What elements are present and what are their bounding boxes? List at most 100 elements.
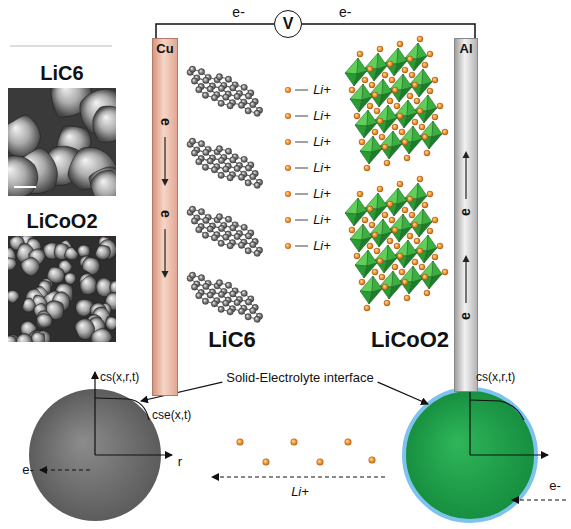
lithium-atom [407,233,413,239]
lithium-atom [387,201,393,207]
lithium-atom [379,134,385,140]
collector-name: Al [455,39,477,56]
electron-arrows [455,39,479,393]
ion-path [295,90,308,91]
sem-background [8,236,116,342]
carbon-atom [203,217,209,223]
lithium-atom [392,87,398,93]
octahedron-face [360,276,373,292]
particle [82,257,100,275]
graphene-sheet [187,66,263,116]
radial-axis [470,454,548,455]
carbon-atom [230,291,236,297]
particle [64,273,76,285]
carbon-atom [223,234,229,240]
carbon-atom [218,306,224,312]
interface-label: Solid-Electrolyte interface [226,371,373,385]
carbon-atom [211,301,217,307]
lithium-atom [377,258,383,264]
lithium-atom [372,129,378,135]
carbon-atom [191,218,197,224]
electron-arrow [465,156,466,199]
panel-heading: LiCoO2 [8,208,116,234]
arrowhead [162,179,169,186]
sem-image [8,236,116,342]
particle [8,258,16,271]
lithium-atom [432,114,438,120]
carbon-atom [234,165,240,171]
carbon-atom [225,148,231,154]
cobalt-oxide-layer [345,36,448,171]
carbon-atom [218,225,224,231]
lithium-atom [377,186,383,192]
carbon-atom [196,292,202,298]
electron-label: e- [230,5,246,20]
lithium-ion-dot [285,113,291,119]
ion-path [295,116,308,117]
electron-label: e [458,208,473,216]
lithium-ion-dot [285,165,291,171]
carbon-atom [238,308,244,314]
lithium-atom [372,269,378,275]
electron-arrows [153,39,179,397]
carbon-atom [189,138,195,144]
octahedron-face [350,224,363,240]
lithium-atom [382,212,388,218]
wire [156,24,274,38]
ion-label: Li+ [313,135,331,149]
graphene-sheet [187,138,263,188]
particle [31,332,45,342]
carbon-atom [211,235,217,241]
lithium-atom [437,103,443,109]
lithium-ion-dot [369,457,376,464]
octahedron-face [429,274,442,289]
carbon-atom [245,248,251,254]
carbon-atom [218,291,224,297]
electron-label: e- [549,479,561,493]
carbon-atom [189,66,195,72]
ion-path [295,142,308,143]
particle [8,336,17,342]
carbon-atom [241,290,247,296]
carbon-atom [238,174,244,180]
graphene-sheet [187,206,263,256]
lithium-atom [369,82,375,88]
lithium-atom [422,134,428,140]
carbon-atom [218,240,224,246]
lithium-atom [364,165,370,171]
lithium-atom [417,176,423,182]
concentration-curve [95,398,149,420]
carbon-atom [227,309,233,315]
lithium-atom [422,62,428,68]
lithium-atom [427,88,433,94]
particle [8,290,19,303]
carbon-atom [211,167,217,173]
arrowhead [162,271,169,278]
octahedron-face [369,149,382,164]
voltmeter-symbol: V [274,10,302,38]
lithium-atom [359,139,365,145]
carbon-atom [216,214,222,220]
particle [16,334,32,342]
particle [64,247,78,260]
carbon-atom [198,275,204,281]
ion-label: Li+ [313,83,331,97]
octahedron-face [409,139,422,154]
carbon-atom [241,224,247,230]
particle [93,106,116,142]
lithium-atom [402,279,408,285]
lithium-atom [394,243,400,249]
carbon-atom [245,165,251,171]
ion-path [295,168,308,169]
carbon-atom [250,241,256,247]
electron-arrow [164,137,165,181]
lithium-atom [422,274,428,280]
particle [91,328,112,342]
carbon-atom [211,95,217,101]
lithium-atom [412,119,418,125]
carbon-atom [202,298,208,304]
particle [105,316,116,330]
carbon-atom [196,226,202,232]
lithium-ion-dot [237,439,244,446]
sem-image [8,88,116,196]
